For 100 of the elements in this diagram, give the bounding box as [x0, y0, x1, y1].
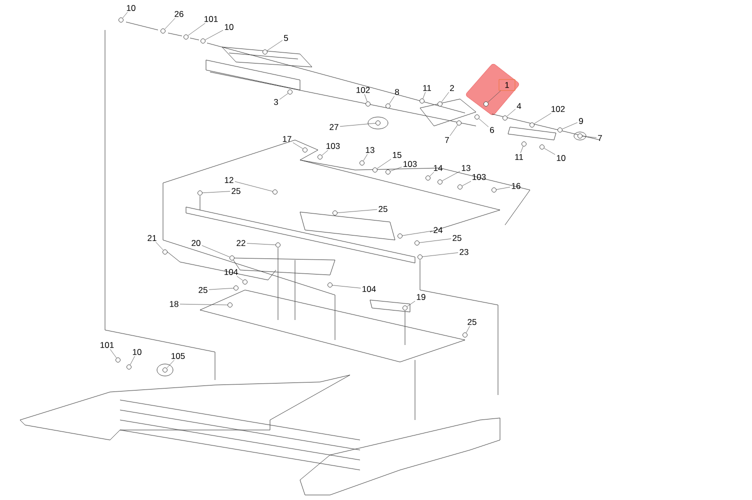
callout-number: 10	[132, 349, 142, 355]
leader-line	[130, 356, 135, 365]
callout-number: 19	[416, 294, 426, 300]
callout-number: 2	[450, 85, 454, 91]
callout-number: 5	[284, 35, 288, 41]
part-symbol	[522, 142, 526, 146]
callout-number: 22	[236, 240, 246, 246]
leader-line	[337, 209, 378, 213]
leader-line	[122, 12, 128, 18]
callout-number: 103	[404, 161, 417, 167]
callout-number: 12	[224, 177, 234, 183]
callout-number: 25	[452, 235, 462, 241]
leader-line	[390, 166, 402, 172]
leader-line	[450, 124, 458, 136]
part-symbol	[262, 50, 268, 54]
callout-number: 7	[445, 137, 449, 143]
callout-number: 11	[515, 154, 523, 160]
callout-number: 27	[330, 124, 338, 130]
callout-number: 26	[174, 11, 184, 17]
callout-number: 10	[556, 155, 566, 161]
leader-line	[488, 90, 501, 103]
leader-line	[520, 146, 524, 154]
callout-number: 6	[490, 127, 494, 133]
leader-line	[422, 92, 426, 99]
leader-line	[234, 181, 273, 192]
leader-line	[208, 288, 234, 290]
leader-line	[462, 181, 472, 186]
leader-line	[544, 148, 556, 155]
part-symbol	[502, 116, 508, 120]
leader-line	[364, 94, 368, 102]
part-symbol	[492, 188, 496, 192]
leader-line	[562, 122, 578, 130]
leader-line	[506, 108, 516, 117]
part-symbol	[242, 280, 248, 284]
part-symbol	[162, 368, 168, 372]
callout-number: 104	[362, 286, 376, 292]
part-symbol	[200, 38, 206, 44]
part-symbol	[372, 168, 378, 172]
part-symbol	[234, 286, 238, 290]
leader-line	[188, 23, 206, 36]
part-symbol	[360, 160, 364, 166]
part-symbol	[530, 122, 534, 128]
callout-number: 1	[498, 79, 516, 91]
callout-number: 101	[100, 342, 114, 348]
callout-number: 9	[579, 118, 583, 124]
leader-line	[180, 304, 228, 306]
part-symbol	[376, 120, 380, 126]
part-symbol	[184, 34, 188, 40]
leader-line	[402, 230, 432, 236]
leader-line	[441, 92, 450, 102]
callout-number: 25	[378, 206, 388, 212]
part-symbol	[116, 358, 120, 362]
callout-number: 104	[224, 269, 238, 275]
part-symbol	[198, 190, 202, 196]
part-symbol	[386, 104, 390, 108]
part-symbol	[438, 102, 442, 106]
part-symbol	[288, 90, 292, 94]
callout-number: 18	[170, 301, 178, 307]
leader-line	[164, 18, 176, 30]
callout-number: 8	[395, 89, 399, 95]
leader-line	[389, 96, 394, 104]
leader-line	[332, 285, 361, 288]
leader-line	[466, 326, 470, 333]
leader-line	[534, 113, 552, 124]
part-symbol	[126, 364, 132, 370]
leader-line	[156, 242, 164, 250]
leader-line	[496, 186, 510, 190]
leader-line	[279, 93, 288, 100]
callout-number: 14	[434, 165, 442, 171]
leader-line	[478, 118, 489, 128]
callout-number: 20	[192, 240, 200, 246]
leader-line	[363, 154, 368, 162]
callout-number: 10	[224, 24, 234, 30]
part-symbol	[458, 184, 462, 190]
leader-line	[166, 360, 174, 368]
part-symbol	[402, 306, 408, 310]
part-symbol	[474, 114, 480, 120]
part-symbol	[540, 144, 544, 150]
part-symbol	[302, 148, 308, 152]
leader-line	[442, 170, 460, 181]
callout-number: 105	[172, 353, 185, 359]
part-symbol	[332, 210, 338, 216]
part-symbol	[438, 180, 442, 184]
leader-line	[246, 243, 276, 246]
callout-number: 101	[204, 16, 218, 22]
callout-number: 16	[512, 183, 520, 189]
part-symbol	[462, 332, 468, 338]
leader-line	[376, 158, 392, 169]
leader-line	[430, 172, 434, 176]
callout-number: 13	[462, 165, 470, 171]
callout-number: 25	[232, 188, 240, 194]
callout-number: 102	[356, 87, 370, 93]
part-symbol	[328, 282, 332, 288]
leader-line	[202, 191, 230, 194]
part-symbol	[420, 98, 424, 104]
part-symbol	[558, 128, 562, 132]
part-symbol	[578, 134, 582, 138]
part-symbol	[160, 28, 166, 34]
leader-line	[322, 150, 328, 156]
callout-number: 17	[282, 136, 292, 142]
